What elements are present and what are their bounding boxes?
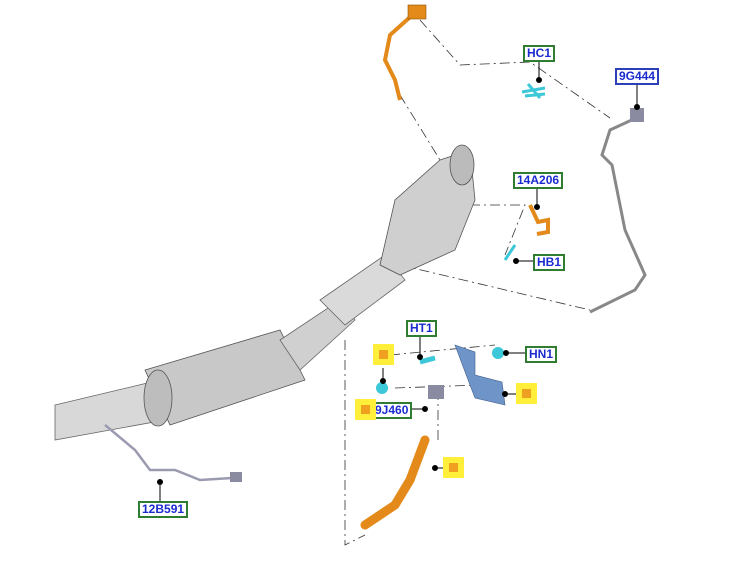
- hb1-bolt: [503, 244, 517, 261]
- callout-leaders: [157, 60, 640, 501]
- 12b591-sensor: [104, 424, 233, 482]
- hn1-nut: [492, 347, 504, 359]
- highlight-marker[interactable]: [516, 383, 537, 404]
- ht1-bolt: [419, 355, 436, 365]
- callout-hb1[interactable]: HB1: [533, 254, 566, 271]
- callout-9g444[interactable]: 9G444: [615, 68, 660, 85]
- callout-9j460[interactable]: 9J460: [371, 402, 413, 419]
- highlight-marker[interactable]: [355, 399, 376, 420]
- 9g444-sensor: [589, 116, 647, 314]
- highlight-marker[interactable]: [443, 457, 464, 478]
- highlight-marker[interactable]: [373, 344, 394, 365]
- upper-oxygen-sensor: [382, 8, 420, 101]
- callout-hc1[interactable]: HC1: [523, 45, 556, 62]
- exhaust-pipe: [54, 144, 476, 441]
- callout-14a206[interactable]: 14A206: [513, 172, 564, 189]
- hc1-clip: [521, 83, 546, 99]
- 9j460-pipe: [360, 435, 430, 530]
- callout-hn1[interactable]: HN1: [525, 346, 558, 363]
- callout-12b591[interactable]: 12B591: [138, 501, 189, 518]
- callout-ht1[interactable]: HT1: [406, 320, 437, 337]
- 14a206-bracket: [528, 204, 550, 236]
